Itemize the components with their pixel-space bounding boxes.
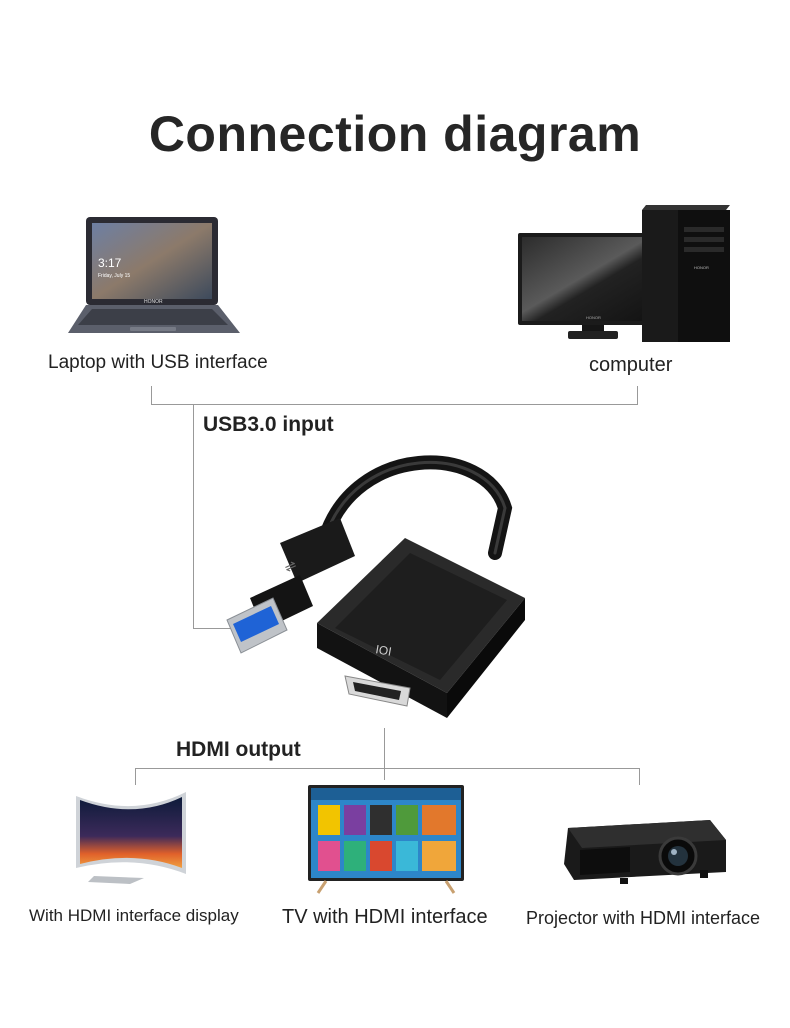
laptop-icon: 3:17 Friday, July 15 HONOR	[68, 217, 240, 333]
computer-label: computer	[589, 354, 673, 376]
computer-icon: HONOR HONOR	[518, 205, 730, 342]
hdmi-label: HDMI output	[176, 738, 301, 761]
input-bracket-top	[151, 404, 638, 405]
tv-icon	[308, 785, 464, 894]
hdmi-port-text: IOI	[374, 642, 392, 659]
usb-hdmi-adapter-icon: ⇌ IOI	[226, 455, 525, 718]
laptop-screen-time: 3:17	[98, 256, 122, 270]
page-title: Connection diagram	[148, 106, 642, 162]
display-label: With HDMI interface display	[29, 906, 239, 925]
usb-label: USB3.0 input	[203, 413, 334, 436]
output-bracket-left	[135, 768, 136, 785]
output-bracket-top	[135, 768, 640, 769]
output-bracket-right	[639, 768, 640, 785]
projector-label: Projector with HDMI interface	[526, 908, 761, 928]
laptop-screen-date: Friday, July 15	[98, 273, 130, 279]
laptop-label: Laptop with USB interface	[48, 352, 268, 373]
input-connector-vertical	[193, 404, 194, 629]
monitor-brand: HONOR	[586, 315, 601, 320]
input-bracket-right	[637, 386, 638, 404]
laptop-brand: HONOR	[144, 299, 163, 305]
curved-display-icon	[76, 792, 186, 884]
projector-icon	[564, 820, 726, 884]
input-connector-horizontal	[193, 628, 233, 629]
output-connector-vertical	[384, 728, 385, 780]
tv-label: TV with HDMI interface	[282, 906, 488, 928]
tower-brand: HONOR	[694, 265, 709, 270]
input-bracket-left	[151, 386, 152, 404]
